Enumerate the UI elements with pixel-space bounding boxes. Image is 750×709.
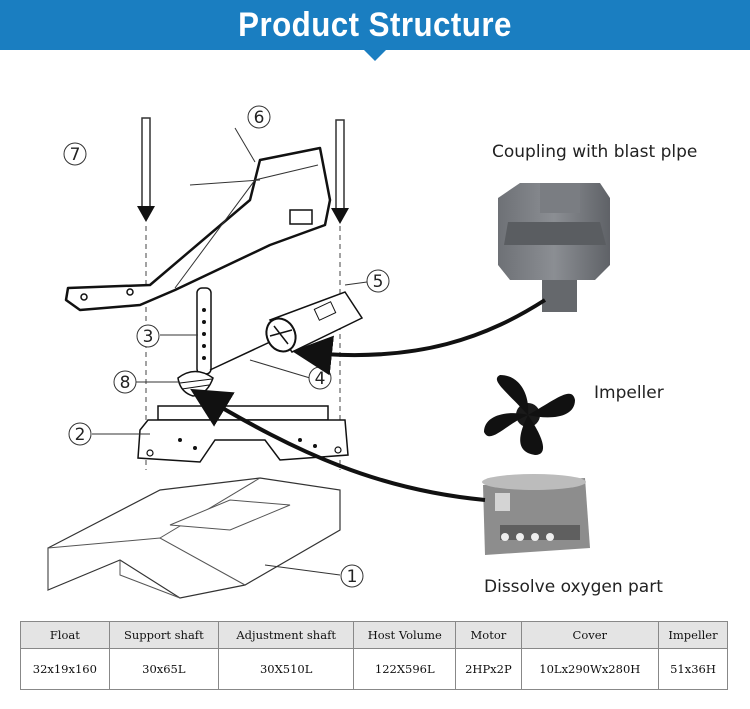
- structure-diagram: 7 6 5 3 8 4 2 1 Coupling with blast plpe…: [47, 105, 697, 599]
- callout-5: 5: [366, 269, 390, 293]
- float-base: [47, 477, 341, 599]
- cell-cover: 10Lx290Wx280H: [520, 648, 659, 690]
- svg-text:4: 4: [315, 369, 326, 389]
- header-support-shaft: Support shaft: [108, 621, 219, 649]
- callout-2: 2: [68, 422, 92, 446]
- impeller-label: Impeller: [594, 383, 664, 403]
- title-banner: [0, 0, 750, 50]
- impeller-photo: [484, 375, 575, 455]
- leader-5: [344, 281, 368, 286]
- right-down-arrow: [331, 119, 349, 224]
- coupling-photo: [498, 183, 610, 312]
- cell-support-shaft: 30x65L: [108, 648, 219, 690]
- header-adjustment-shaft: Adjustment shaft: [217, 621, 355, 649]
- callout-4: 4: [308, 366, 332, 390]
- left-down-arrow: [137, 117, 155, 222]
- svg-text:6: 6: [254, 108, 265, 128]
- cell-host-volume: 122X596L: [353, 648, 457, 690]
- callout-8: 8: [113, 370, 137, 394]
- leader-1: [264, 564, 341, 576]
- svg-text:8: 8: [120, 373, 131, 393]
- header-motor: Motor: [455, 621, 522, 649]
- impeller-arrow: [190, 388, 486, 502]
- table-row: 32x19x160 30x65L 30X510L 122X596L 2HPx2P…: [20, 648, 729, 690]
- dissolve-oxygen-photo: [482, 474, 590, 555]
- header-float: Float: [20, 621, 110, 649]
- cell-motor: 2HPx2P: [455, 648, 522, 690]
- callout-7: 7: [63, 142, 87, 166]
- cell-float: 32x19x160: [20, 648, 110, 690]
- banner-pointer: [363, 49, 387, 61]
- callout-3: 3: [136, 324, 160, 348]
- coupling-cylinder: [265, 291, 364, 353]
- cell-adjustment-shaft: 30X510L: [217, 648, 355, 690]
- dissolve-label: Dissolve oxygen part: [484, 577, 663, 597]
- header-impeller: Impeller: [657, 621, 729, 649]
- adjustment-shaft: [196, 287, 212, 375]
- svg-text:5: 5: [373, 272, 384, 292]
- cell-impeller: 51x36H: [657, 648, 729, 690]
- leader-4: [249, 359, 311, 379]
- callout-6: 6: [247, 105, 271, 129]
- support-frame: [137, 405, 349, 463]
- svg-text:1: 1: [347, 567, 358, 587]
- svg-text:7: 7: [70, 145, 81, 165]
- coupling-label: Coupling with blast plpe: [492, 142, 697, 162]
- svg-text:3: 3: [143, 327, 154, 347]
- leader-6: [234, 127, 256, 163]
- svg-text:2: 2: [75, 425, 86, 445]
- table-header-row: Float Support shaft Adjustment shaft Hos…: [20, 621, 729, 649]
- page-title: Product Structure: [238, 6, 512, 44]
- spec-table: Float Support shaft Adjustment shaft Hos…: [20, 621, 729, 690]
- callout-1: 1: [340, 564, 364, 588]
- header-cover: Cover: [520, 621, 659, 649]
- cover-part: [64, 146, 332, 312]
- header-host-volume: Host Volume: [353, 621, 457, 649]
- coupling-arrow: [292, 298, 547, 376]
